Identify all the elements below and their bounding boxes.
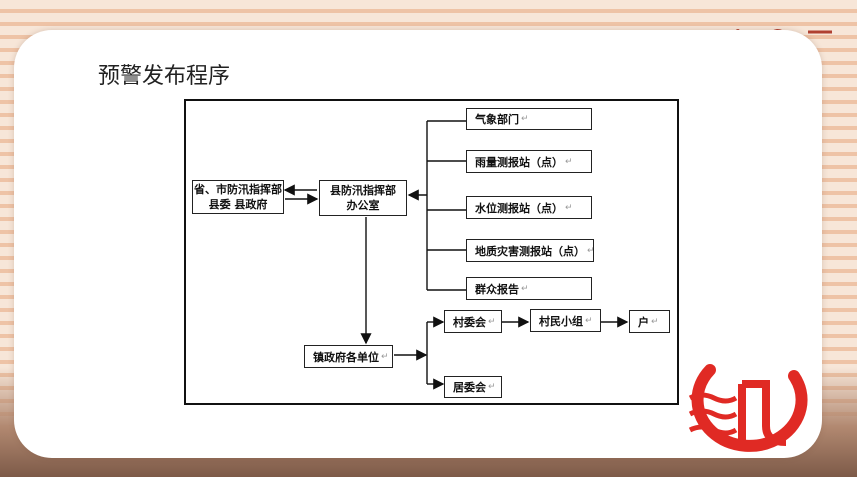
village-committee-box: 村委会↵ xyxy=(444,310,502,333)
source-label: 气象部门 xyxy=(475,113,519,126)
paragraph-mark: ↵ xyxy=(488,382,496,392)
household-box: 户↵ xyxy=(629,310,670,333)
provincial-command-line1: 省、市防汛指挥部 xyxy=(194,183,282,196)
household-label: 户 xyxy=(638,315,649,329)
residents-committee-box: 居委会↵ xyxy=(444,376,502,398)
village-group-label: 村民小组 xyxy=(539,314,583,328)
page-title: 预警发布程序 xyxy=(98,64,231,89)
paragraph-mark: ↵ xyxy=(381,351,389,362)
village-committee-label: 村委会 xyxy=(453,315,486,329)
paragraph-mark: ↵ xyxy=(587,245,595,256)
paragraph-mark: ↵ xyxy=(521,283,529,294)
paragraph-mark: ↵ xyxy=(488,316,496,327)
paragraph-mark: ↵ xyxy=(585,315,593,326)
town-government-label: 镇政府各单位 xyxy=(313,350,379,364)
source-label: 雨量测报站（点） xyxy=(475,155,563,169)
source-box-public-report: 群众报告↵ xyxy=(466,277,592,300)
provincial-command-box: 省、市防汛指挥部 县委 县政府 xyxy=(192,180,284,214)
source-box-water-level: 水位测报站（点）↵ xyxy=(466,196,592,219)
residents-committee-label: 居委会 xyxy=(453,381,486,394)
county-office-box: 县防汛指挥部 办公室 xyxy=(319,180,407,216)
town-government-box: 镇政府各单位↵ xyxy=(304,345,393,368)
flowchart-frame xyxy=(184,99,679,405)
source-box-geology: 地质灾害测报站（点）↵ xyxy=(466,239,595,262)
village-group-box: 村民小组↵ xyxy=(530,309,601,332)
provincial-command-line2: 县委 县政府 xyxy=(208,198,268,211)
county-office-line2: 办公室 xyxy=(346,199,380,212)
paragraph-mark: ↵ xyxy=(521,114,529,124)
paragraph-mark: ↵ xyxy=(651,316,659,327)
paragraph-mark: ↵ xyxy=(565,202,573,213)
county-office-line1: 县防汛指挥部 xyxy=(330,184,396,197)
source-label: 水位测报站（点） xyxy=(475,201,563,215)
source-box-rainfall: 雨量测报站（点）↵ xyxy=(466,150,592,173)
paragraph-mark: ↵ xyxy=(565,156,573,167)
flood-control-logo-icon xyxy=(688,364,808,452)
source-label: 群众报告 xyxy=(475,282,519,296)
source-box-weather: 气象部门↵ xyxy=(466,108,592,130)
source-label: 地质灾害测报站（点） xyxy=(475,244,585,258)
